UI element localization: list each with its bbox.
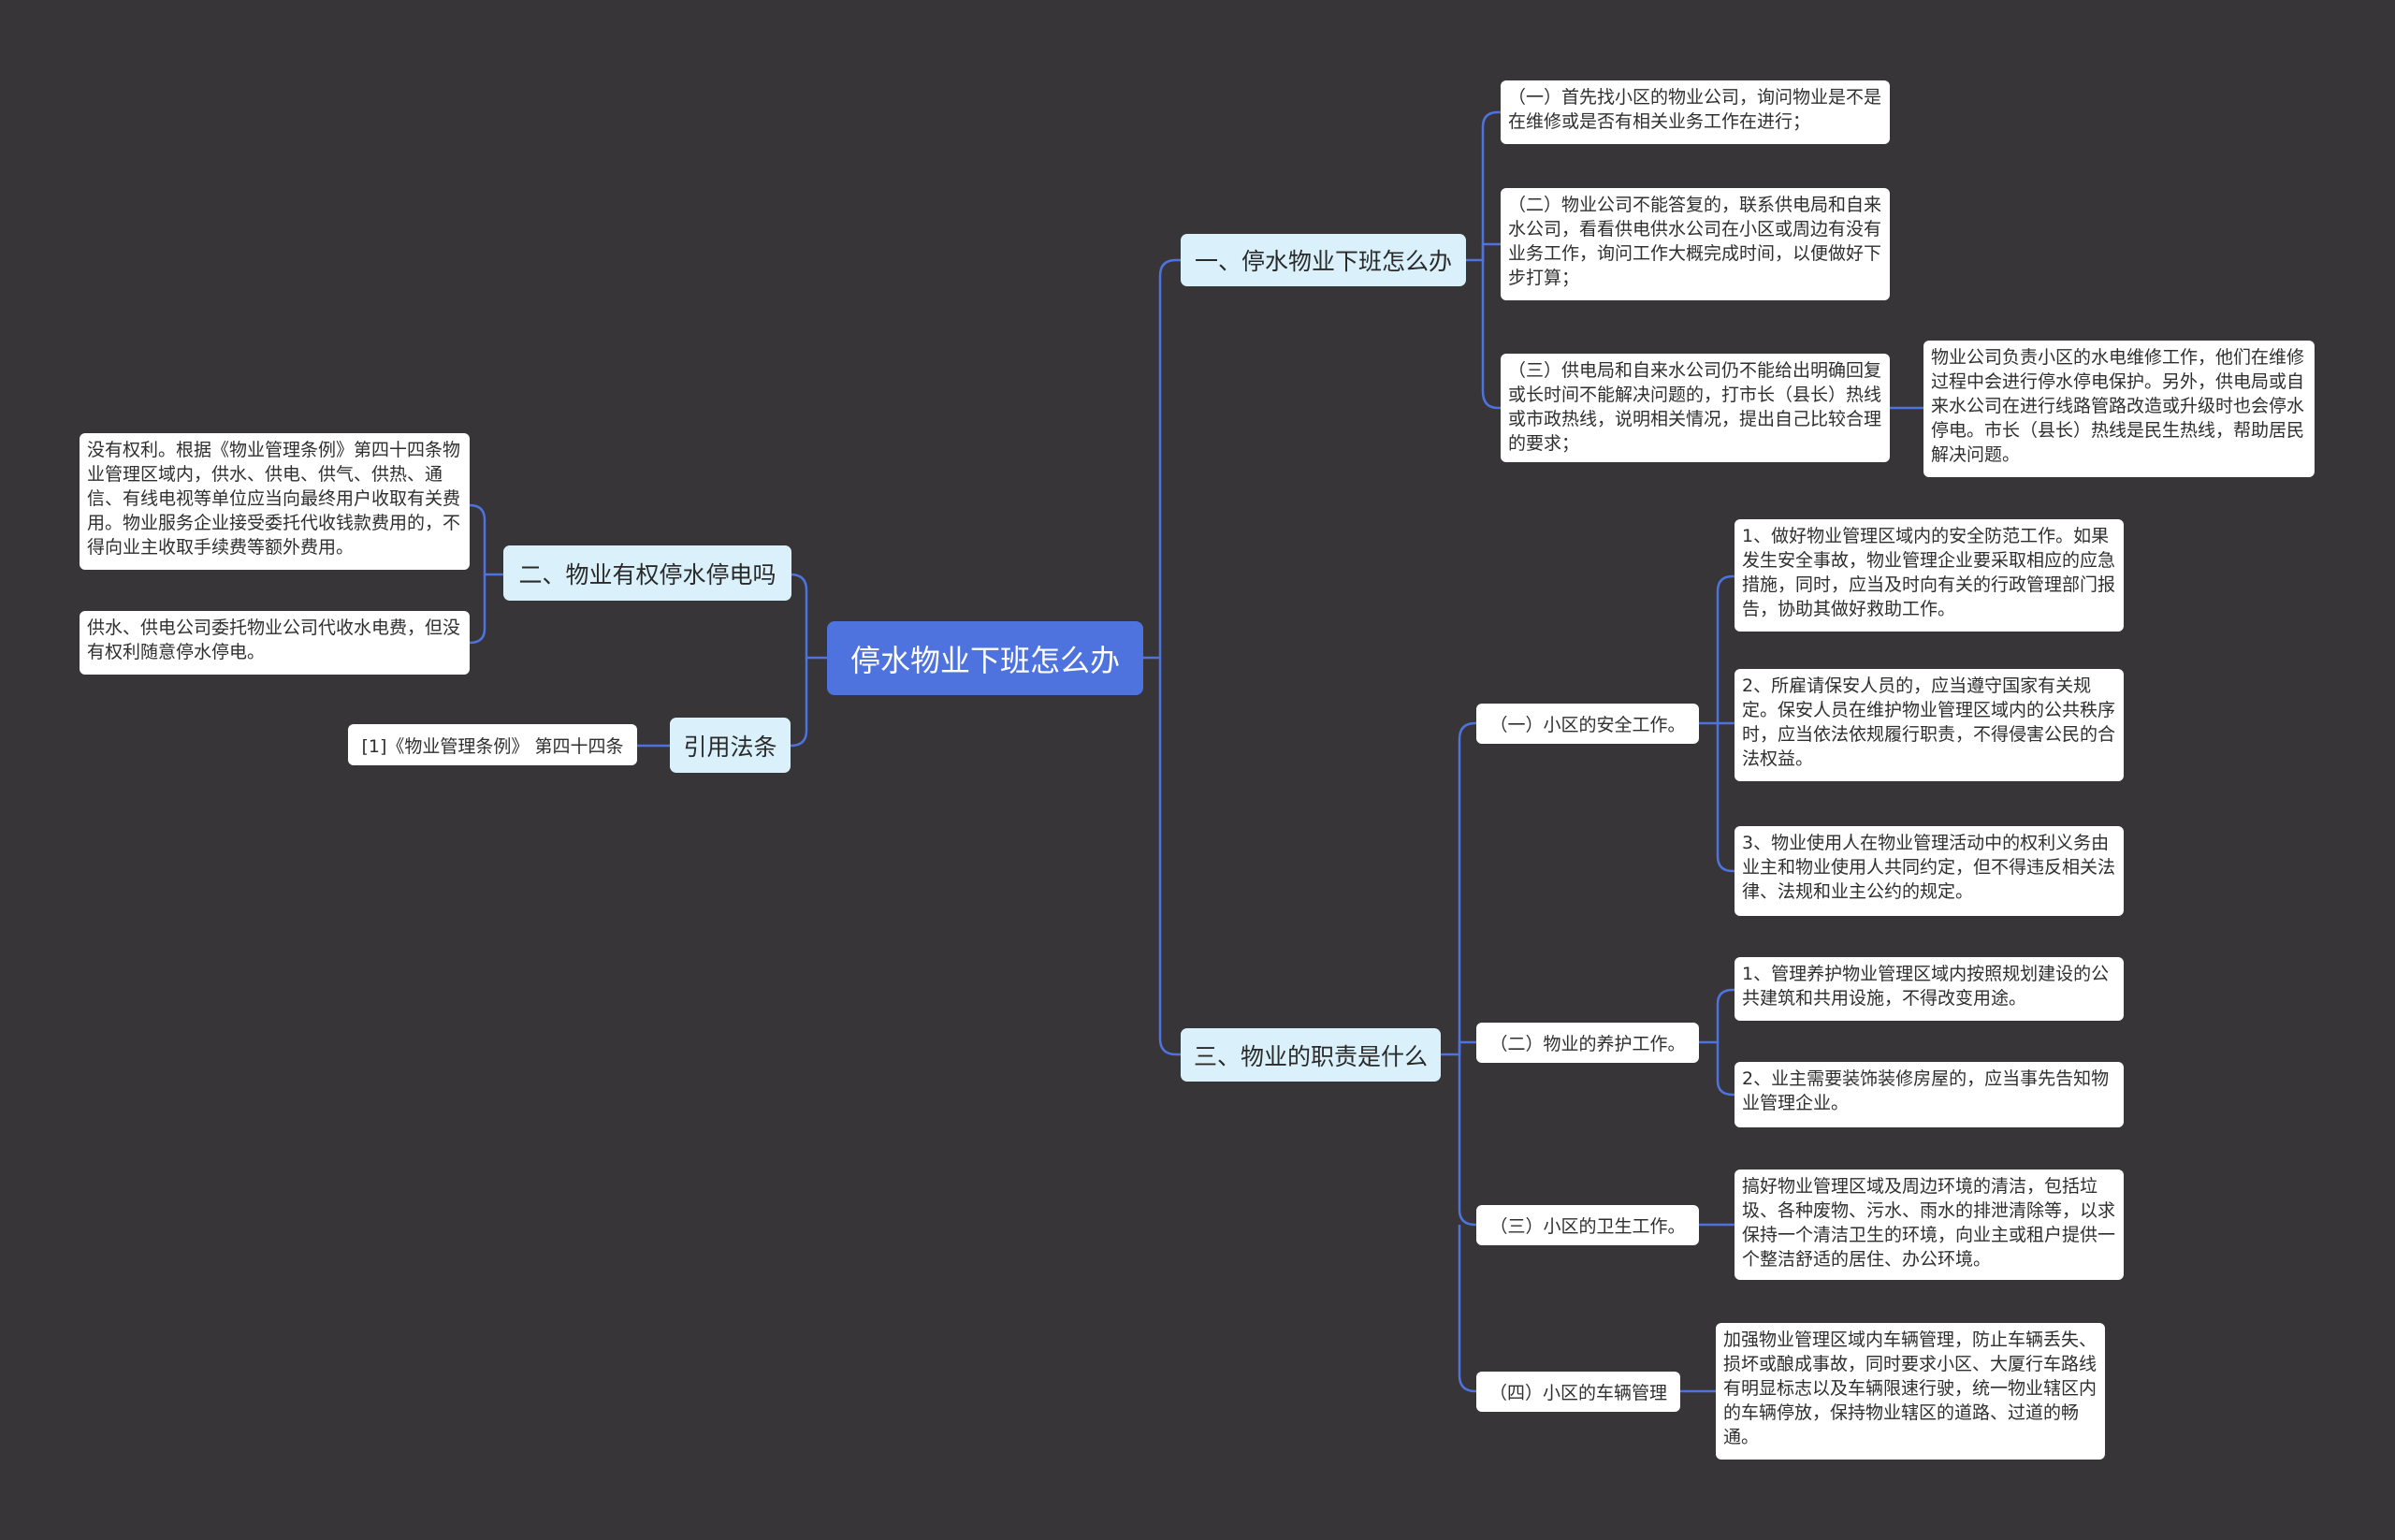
branch2-item-2[interactable]: 供水、供电公司委托物业公司代收水电费，但没有权利随意停水停电。 bbox=[80, 611, 470, 675]
link-b2-i2 bbox=[469, 574, 486, 645]
link-b1-i3 bbox=[1481, 260, 1501, 410]
link-b1-i2 bbox=[1481, 242, 1501, 260]
link-b1-i1 bbox=[1466, 110, 1501, 262]
law-reference[interactable]: [1]《物业管理条例》 第四十四条 bbox=[348, 724, 637, 765]
link-g2-i2 bbox=[1716, 1042, 1735, 1097]
branch-node-1[interactable]: 一、停水物业下班怎么办 bbox=[1181, 234, 1466, 286]
branch-node-2[interactable]: 二、物业有权停水停电吗 bbox=[503, 545, 791, 601]
link-b3-g4 bbox=[1458, 1225, 1476, 1393]
branch3-group-4[interactable]: （四）小区的车辆管理 bbox=[1476, 1372, 1680, 1412]
group2-item-1[interactable]: 1、管理养护物业管理区域内按照规划建设的公共建筑和共用设施，不得改变用途。 bbox=[1735, 957, 2124, 1021]
link-b3-g1 bbox=[1441, 721, 1476, 1056]
branch-node-3[interactable]: 三、物业的职责是什么 bbox=[1181, 1028, 1441, 1082]
group1-item-2[interactable]: 2、所雇请保安人员的，应当遵守国家有关规定。保安人员在维护物业管理区域内的公共秩… bbox=[1735, 669, 2124, 781]
link-g1-i1 bbox=[1699, 574, 1735, 725]
link-b3-g2 bbox=[1458, 1040, 1476, 1054]
group3-item-1[interactable]: 搞好物业管理区域及周边环境的清洁，包括垃圾、各种废物、污水、雨水的排泄清除等，以… bbox=[1735, 1170, 2124, 1280]
branch1-item-1[interactable]: （一）首先找小区的物业公司，询问物业是不是在维修或是否有相关业务工作在进行； bbox=[1501, 80, 1890, 144]
branch3-group-2[interactable]: （二）物业的养护工作。 bbox=[1476, 1023, 1699, 1063]
branch1-item-2[interactable]: （二）物业公司不能答复的，联系供电局和自来水公司，看看供电供水公司在小区或周边有… bbox=[1501, 188, 1890, 300]
link-root-b4 bbox=[790, 658, 808, 748]
link-g2-i1 bbox=[1699, 988, 1735, 1044]
branch2-item-1[interactable]: 没有权利。根据《物业管理条例》第四十四条物业管理区域内，供水、供电、供气、供热、… bbox=[80, 433, 470, 570]
link-b2-i1 bbox=[469, 503, 503, 576]
branch-node-4[interactable]: 引用法条 bbox=[670, 718, 791, 773]
group2-item-2[interactable]: 2、业主需要装饰装修房屋的，应当事先告知物业管理企业。 bbox=[1735, 1062, 2124, 1127]
branch3-group-1[interactable]: （一）小区的安全工作。 bbox=[1476, 704, 1699, 744]
group1-item-1[interactable]: 1、做好物业管理区域内的安全防范工作。如果发生安全事故，物业管理企业要采取相应的… bbox=[1735, 519, 2124, 632]
link-b3-g3 bbox=[1458, 1054, 1476, 1227]
branch3-group-3[interactable]: （三）小区的卫生工作。 bbox=[1476, 1205, 1699, 1245]
link-g1-i3 bbox=[1716, 723, 1735, 873]
link-root-b3 bbox=[1158, 658, 1181, 1056]
group1-item-3[interactable]: 3、物业使用人在物业管理活动中的权利义务由业主和物业使用人共同约定，但不得违反相… bbox=[1735, 826, 2124, 916]
root-topic[interactable]: 停水物业下班怎么办 bbox=[827, 621, 1143, 695]
branch1-item-3[interactable]: （三）供电局和自来水公司仍不能给出明确回复或长时间不能解决问题的，打市长（县长）… bbox=[1501, 354, 1890, 462]
link-root-b1 bbox=[1143, 258, 1181, 660]
link-root-b2 bbox=[790, 573, 827, 660]
group4-item-1[interactable]: 加强物业管理区域内车辆管理，防止车辆丢失、损坏或酿成事故，同时要求小区、大厦行车… bbox=[1716, 1323, 2105, 1460]
branch1-note[interactable]: 物业公司负责小区的水电维修工作，他们在维修过程中会进行停水停电保护。另外，供电局… bbox=[1923, 341, 2315, 477]
